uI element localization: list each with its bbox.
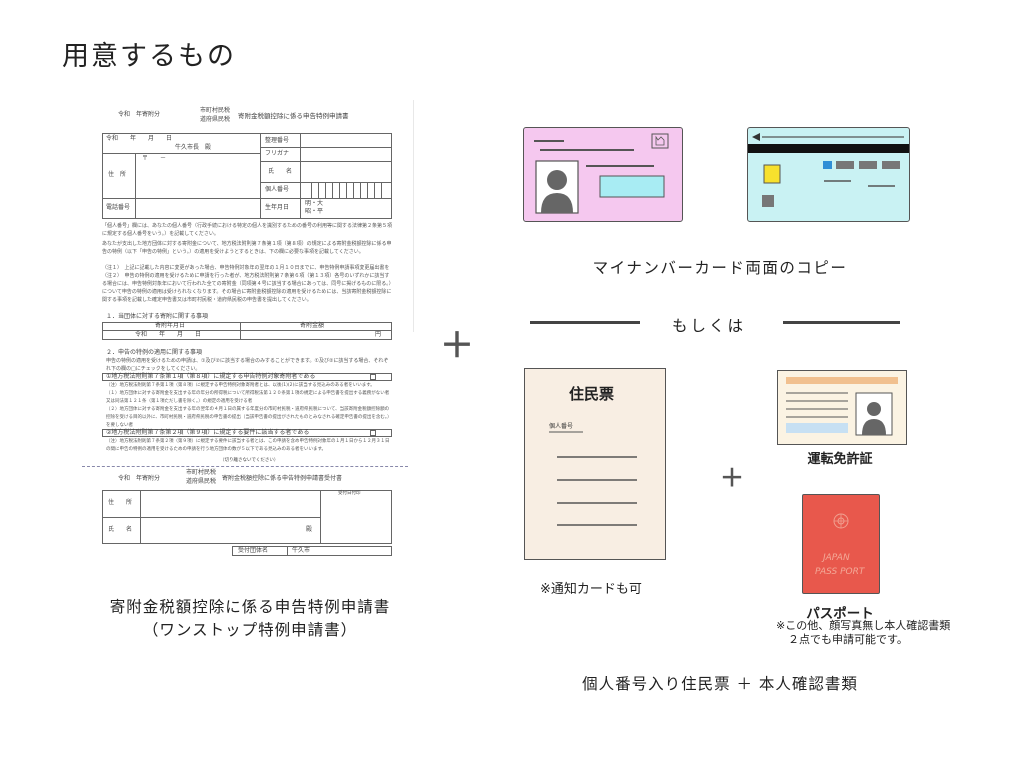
form-note2: あなたが支出した地方団体に対する寄附金について、地方税法附則第７条第１項（第８項… bbox=[102, 241, 392, 255]
form-caption-line1: 寄附金税額控除に係る申告特例申請書 bbox=[109, 598, 391, 616]
receipt-tax-line2: 道府県民税 bbox=[186, 478, 217, 485]
form-check2-note: （注）地方税法附則第７条第２項（第９項）に規定する要件に該当する者とは、この申請… bbox=[106, 439, 390, 452]
label-denwa: 電話番号 bbox=[106, 204, 131, 211]
form-cut-note: （切り離さないでください） bbox=[220, 458, 279, 463]
form-tax-line1: 市町村民税 bbox=[200, 107, 231, 114]
check2-box bbox=[102, 429, 392, 437]
form-addressee: 牛久市長 殿 bbox=[175, 144, 212, 151]
form-check1-note3: （２）地方団体に対する寄附金を支出する年の翌年の４月１日の属する年度分の市町村民… bbox=[106, 407, 392, 428]
label-postal: 〒 － bbox=[142, 155, 167, 162]
form-tax-line2: 道府県民税 bbox=[200, 116, 231, 123]
form-section2-note: 申告の特例の適用を受けるための申請は、①及び②に該当する場合のみすることができま… bbox=[106, 358, 389, 372]
passport-cover-text1: JAPAN bbox=[823, 553, 850, 563]
label-era2: 昭・平 bbox=[305, 208, 324, 215]
passport-note-line1: ※この他、顔写真無し本人確認書類 bbox=[776, 619, 951, 632]
drivers-license bbox=[777, 370, 907, 445]
label-shimei: 氏 名 bbox=[268, 168, 293, 175]
bottom-caption: 個人番号入り住民票 ＋ 本人確認書類 bbox=[582, 675, 858, 693]
label-furigana: フリガナ bbox=[265, 150, 290, 157]
resident-kojin-bango: 個人番号 bbox=[549, 423, 574, 430]
form-caption: 寄附金税額控除に係る申告特例申請書 （ワンストップ特例申請書） bbox=[40, 596, 460, 642]
form-section2: ２．申告の特例の適用に関する事項 bbox=[106, 349, 203, 356]
table-yen: 円 bbox=[375, 331, 382, 338]
form-caption-line2: （ワンストップ特例申請書） bbox=[142, 621, 358, 639]
check1-box bbox=[102, 373, 392, 381]
donation-table bbox=[102, 322, 392, 340]
label-kojin-bango: 個人番号 bbox=[265, 186, 290, 193]
receipt-dantai-box bbox=[232, 546, 392, 556]
resident-certificate: 住民票 個人番号 bbox=[524, 368, 666, 560]
passport-note-line2: ２点でも申請可能です。 bbox=[788, 633, 908, 646]
or-divider-right bbox=[783, 321, 900, 324]
receipt-year: 令和 年寄附分 bbox=[118, 475, 161, 482]
one-stop-application-form: 令和 年寄附分 市町村民税 道府県民税 寄附金税額控除に係る申告特例申請書 令和… bbox=[80, 100, 410, 570]
mynumber-back-illustration bbox=[748, 133, 909, 207]
receipt-juusho: 住 所 bbox=[108, 499, 133, 506]
form-year: 令和 年寄附分 bbox=[118, 111, 161, 118]
mynumber-caption: マイナンバーカード両面のコピー bbox=[592, 259, 848, 277]
form-section1: １．当団体に対する寄附に関する事項 bbox=[106, 313, 209, 320]
passport: JAPAN PASS PORT bbox=[802, 494, 880, 594]
receipt-dono: 殿 bbox=[306, 526, 313, 533]
receipt-stamp: 受付日付印 bbox=[338, 491, 361, 496]
form-check2: ②地方税法附則第７条第２項（第９項）に規定する要件に該当する者である bbox=[106, 429, 310, 436]
table-date-value: 令和 年 月 日 bbox=[135, 331, 202, 338]
page-title: 用意するもの bbox=[62, 41, 236, 72]
form-note3: （注１） 上記に記載した内容に変更があった場合、申告特例対象年の翌年の１月１０日… bbox=[102, 265, 390, 271]
table-header-date: 寄附年月日 bbox=[155, 322, 186, 329]
form-date: 令和 年 月 日 bbox=[106, 135, 173, 142]
personal-info-box bbox=[102, 133, 392, 219]
mynumber-card-front bbox=[523, 127, 683, 222]
form-note4: （注２） 申告の特例の適用を受けるために申請を行った者が、地方税法附則第７条第６… bbox=[102, 273, 392, 303]
receipt-city: 牛久市 bbox=[292, 547, 311, 554]
mynumber-card-back bbox=[747, 127, 910, 222]
passport-emblem-icon bbox=[833, 513, 849, 529]
form-check1: ①地方税法附則第７条第１項（第８項）に規定する申告特例対象寄附者である bbox=[106, 373, 316, 380]
form-check1-note2: （１）地方団体に対する寄附金を支出する年の年分の所得税について所得税法第１２０条… bbox=[106, 391, 390, 404]
form-check1-note: （注）地方税法附則第７条第１項（第８項）に規定する申告特例対象寄附者とは、以後(… bbox=[106, 383, 375, 388]
passport-cover-text2: PASS PORT bbox=[815, 567, 865, 577]
license-illustration bbox=[786, 377, 898, 436]
label-seiri: 整理番号 bbox=[265, 137, 290, 144]
or-divider-left bbox=[530, 321, 640, 324]
receipt-tax-line1: 市町村民税 bbox=[186, 469, 217, 476]
cut-line bbox=[82, 466, 408, 467]
table-header-amount: 寄附金額 bbox=[300, 322, 325, 329]
receipt-title: 寄附金税額控除に係る申告特例申請書受付書 bbox=[222, 475, 343, 482]
resident-note: ※通知カードも可 bbox=[540, 582, 642, 597]
plus-icon: ＋ bbox=[440, 326, 474, 366]
check2-checkbox bbox=[370, 430, 376, 436]
resident-lines-illustration bbox=[549, 431, 637, 526]
passport-label: パスポート bbox=[806, 606, 874, 622]
resident-title: 住民票 bbox=[569, 385, 615, 403]
form-note1: 「個人番号」欄には、あなたの個人番号（行政手続における特定の個人を識別するための… bbox=[102, 223, 392, 237]
receipt-dantai: 受付団体名 bbox=[238, 547, 269, 554]
label-jusho: 住 所 bbox=[108, 171, 127, 178]
plus-icon-small: ＋ bbox=[720, 464, 744, 492]
mynumber-front-illustration bbox=[534, 133, 669, 214]
or-text: もしくは bbox=[672, 317, 747, 335]
form-header-title: 寄附金税額控除に係る申告特例申請書 bbox=[238, 112, 349, 120]
label-era1: 明・大 bbox=[305, 200, 324, 207]
column-divider bbox=[413, 100, 414, 332]
receipt-shimei: 氏 名 bbox=[108, 526, 133, 533]
label-seinengappi: 生年月日 bbox=[265, 204, 290, 211]
license-label: 運転免許証 bbox=[807, 452, 873, 467]
check1-checkbox bbox=[370, 374, 376, 380]
passport-note: ※この他、顔写真無し本人確認書類 ２点でも申請可能です。 bbox=[776, 619, 950, 647]
